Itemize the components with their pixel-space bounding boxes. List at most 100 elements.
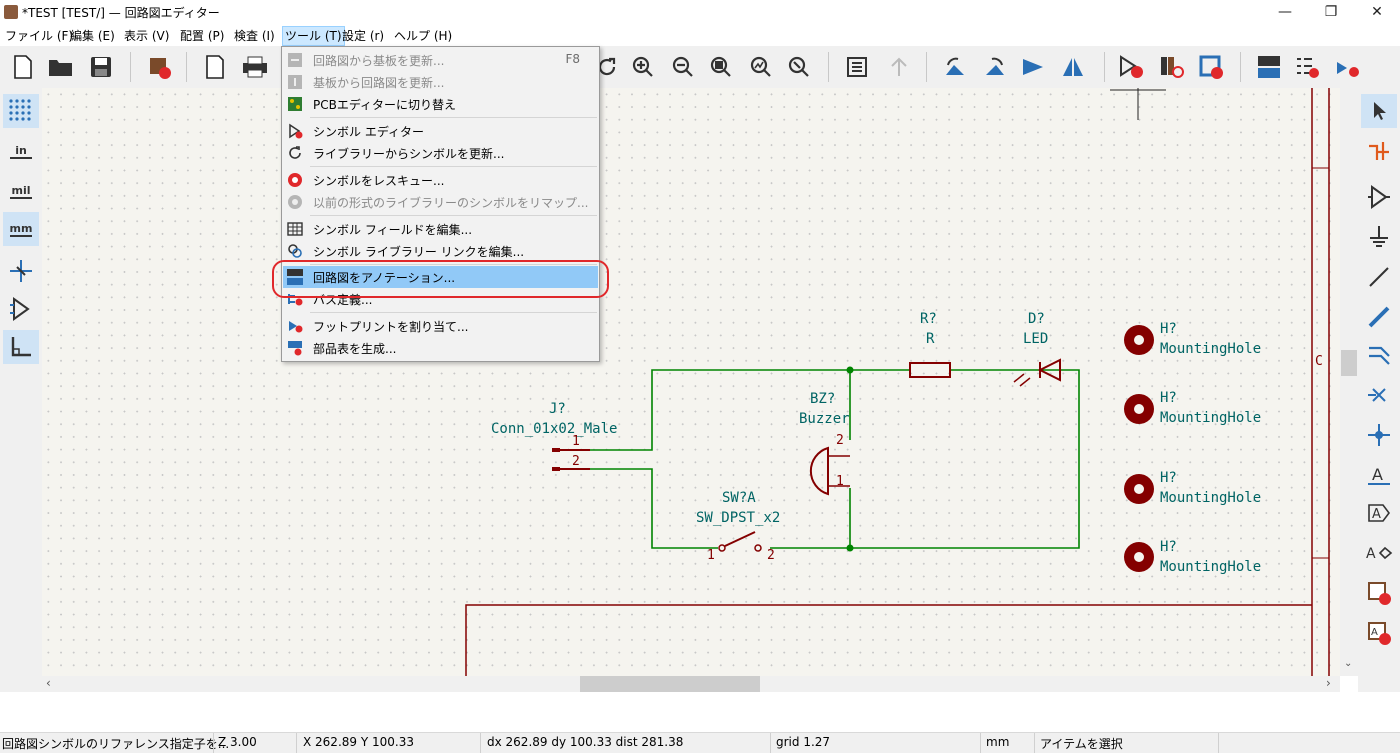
mirror-vertical-icon[interactable] xyxy=(1018,52,1048,82)
grid-toggle-icon[interactable] xyxy=(3,94,39,128)
menu-help[interactable]: ヘルプ (H) xyxy=(394,29,453,43)
menu-tools[interactable]: ツール (T) xyxy=(282,26,345,46)
add-symbol-icon[interactable] xyxy=(1361,180,1397,214)
add-power-icon[interactable] xyxy=(1361,220,1397,254)
schematic-drawing xyxy=(465,88,1330,676)
hole4-value[interactable]: MountingHole xyxy=(1160,559,1262,575)
menu-edit[interactable]: 編集 (E) xyxy=(70,29,115,43)
remap-icon xyxy=(288,195,302,209)
menu-edit-symbol-library-links[interactable]: シンボル ライブラリー リンクを編集... xyxy=(283,240,598,262)
menu-place[interactable]: 配置 (P) xyxy=(180,29,225,43)
print-icon[interactable] xyxy=(240,52,270,82)
redraw-icon[interactable] xyxy=(592,52,622,82)
maximize-button[interactable]: ❐ xyxy=(1324,4,1338,20)
hierarchical-label-icon[interactable]: A xyxy=(1361,536,1397,570)
schematic-canvas[interactable]: R? R D? LED J? Conn_01x02_Male BZ? Buzze… xyxy=(42,88,1340,676)
scroll-right-icon[interactable]: › xyxy=(1326,676,1331,690)
hole2-value[interactable]: MountingHole xyxy=(1160,410,1262,426)
vertical-scrollbar[interactable]: ⌄ xyxy=(1340,88,1358,676)
menu-remap-legacy-symbols[interactable]: 以前の形式のライブラリーのシンボルをリマップ... xyxy=(283,191,598,213)
svg-text:A: A xyxy=(1371,627,1378,638)
bus-entry-icon[interactable] xyxy=(1361,338,1397,372)
global-label-icon[interactable]: A xyxy=(1361,496,1397,530)
no-connect-icon[interactable] xyxy=(1361,378,1397,412)
menu-file[interactable]: ファイル (F) xyxy=(5,29,74,43)
rotate-ccw-icon[interactable] xyxy=(940,52,970,82)
mirror-horizontal-icon[interactable] xyxy=(1058,52,1088,82)
highlight-net-icon[interactable] xyxy=(1361,134,1397,168)
schematic-setup-icon[interactable] xyxy=(144,52,174,82)
menu-generate-bom[interactable]: 部品表を生成... xyxy=(283,337,598,359)
menu-update-pcb-from-schematic[interactable]: 回路図から基板を更新... F8 xyxy=(283,49,598,71)
scroll-down-icon[interactable]: ⌄ xyxy=(1344,658,1353,669)
hole4-reference[interactable]: H? xyxy=(1160,539,1177,555)
led-value[interactable]: LED xyxy=(1023,331,1049,347)
hole2-reference[interactable]: H? xyxy=(1160,390,1177,406)
save-icon[interactable] xyxy=(86,52,116,82)
buzzer-reference[interactable]: BZ? xyxy=(810,391,836,407)
window-title: *TEST [TEST/] — 回路図エディター xyxy=(22,6,220,20)
menu-rescue-symbols[interactable]: シンボルをレスキュー... xyxy=(283,169,598,191)
rotate-cw-icon[interactable] xyxy=(980,52,1010,82)
menu-annotate-schematic[interactable]: 回路図をアノテーション... xyxy=(283,266,598,288)
add-bus-icon[interactable] xyxy=(1361,300,1397,334)
units-mm-button[interactable]: mm xyxy=(3,212,39,246)
menu-assign-footprints[interactable]: フットプリントを割り当て... xyxy=(283,315,598,337)
menu-symbol-editor[interactable]: シンボル エディター xyxy=(283,120,598,142)
vertical-scroll-thumb[interactable] xyxy=(1341,350,1357,376)
open-folder-icon[interactable] xyxy=(46,52,76,82)
menu-inspect[interactable]: 検査 (I) xyxy=(234,29,275,43)
close-button[interactable]: ✕ xyxy=(1371,4,1383,20)
minimize-button[interactable]: — xyxy=(1278,4,1292,20)
zoom-objects-icon[interactable] xyxy=(746,52,776,82)
erc-icon[interactable] xyxy=(1292,52,1322,82)
new-file-icon[interactable] xyxy=(8,52,38,82)
zoom-out-icon[interactable] xyxy=(668,52,698,82)
horizontal-scrollbar[interactable]: ‹ › xyxy=(42,676,1340,692)
symbol-browser-icon[interactable] xyxy=(1156,52,1186,82)
line-mode-icon[interactable] xyxy=(3,330,39,364)
assign-footprints-icon[interactable] xyxy=(1332,52,1362,82)
symbol-editor-icon[interactable] xyxy=(1116,52,1146,82)
annotate-icon[interactable] xyxy=(1254,52,1284,82)
menu-view[interactable]: 表示 (V) xyxy=(124,29,170,43)
hole1-value[interactable]: MountingHole xyxy=(1160,341,1262,357)
footprint-editor-icon[interactable] xyxy=(1196,52,1226,82)
menu-update-schematic-from-pcb[interactable]: 基板から回路図を更新... xyxy=(283,71,598,93)
cursor-crosshair-icon[interactable] xyxy=(3,254,39,288)
connector-reference[interactable]: J? xyxy=(549,401,566,417)
led-reference[interactable]: D? xyxy=(1028,311,1045,327)
add-wire-icon[interactable] xyxy=(1361,260,1397,294)
net-label-icon[interactable]: A xyxy=(1361,458,1397,492)
connector-value[interactable]: Conn_01x02_Male xyxy=(491,421,618,437)
hole3-value[interactable]: MountingHole xyxy=(1160,490,1262,506)
hierarchy-navigator-icon[interactable] xyxy=(842,52,872,82)
zoom-selection-icon[interactable] xyxy=(784,52,814,82)
menu-switch-to-pcb-editor[interactable]: PCBエディターに切り替え xyxy=(283,93,598,115)
resistor-value[interactable]: R xyxy=(926,331,935,347)
units-inch-button[interactable]: in xyxy=(3,134,39,168)
zoom-fit-icon[interactable] xyxy=(706,52,736,82)
hole3-reference[interactable]: H? xyxy=(1160,470,1177,486)
sheet-border-letter: C xyxy=(1315,354,1323,369)
leave-sheet-icon[interactable] xyxy=(884,52,914,82)
junction-icon[interactable] xyxy=(1361,418,1397,452)
switch-reference[interactable]: SW?A xyxy=(722,490,756,506)
horizontal-scroll-thumb[interactable] xyxy=(580,676,760,692)
resistor-reference[interactable]: R? xyxy=(920,311,937,327)
units-mil-button[interactable]: mil xyxy=(10,183,32,199)
menu-update-symbols-from-library[interactable]: ライブラリーからシンボルを更新... xyxy=(283,142,598,164)
switch-value[interactable]: SW_DPST_x2 xyxy=(696,510,781,526)
zoom-in-icon[interactable] xyxy=(628,52,658,82)
import-sheet-pin-icon[interactable]: A xyxy=(1361,616,1397,650)
add-sheet-icon[interactable] xyxy=(1361,576,1397,610)
hidden-pins-icon[interactable] xyxy=(3,292,39,326)
menu-preferences[interactable]: 設定 (r) xyxy=(342,29,385,43)
buzzer-value[interactable]: Buzzer xyxy=(799,411,850,427)
menu-edit-symbol-fields[interactable]: シンボル フィールドを編集... xyxy=(283,218,598,240)
scroll-left-icon[interactable]: ‹ xyxy=(46,676,51,690)
page-settings-icon[interactable] xyxy=(200,52,230,82)
update-schematic-icon xyxy=(288,75,302,89)
hole1-reference[interactable]: H? xyxy=(1160,321,1177,337)
select-arrow-icon[interactable] xyxy=(1361,94,1397,128)
